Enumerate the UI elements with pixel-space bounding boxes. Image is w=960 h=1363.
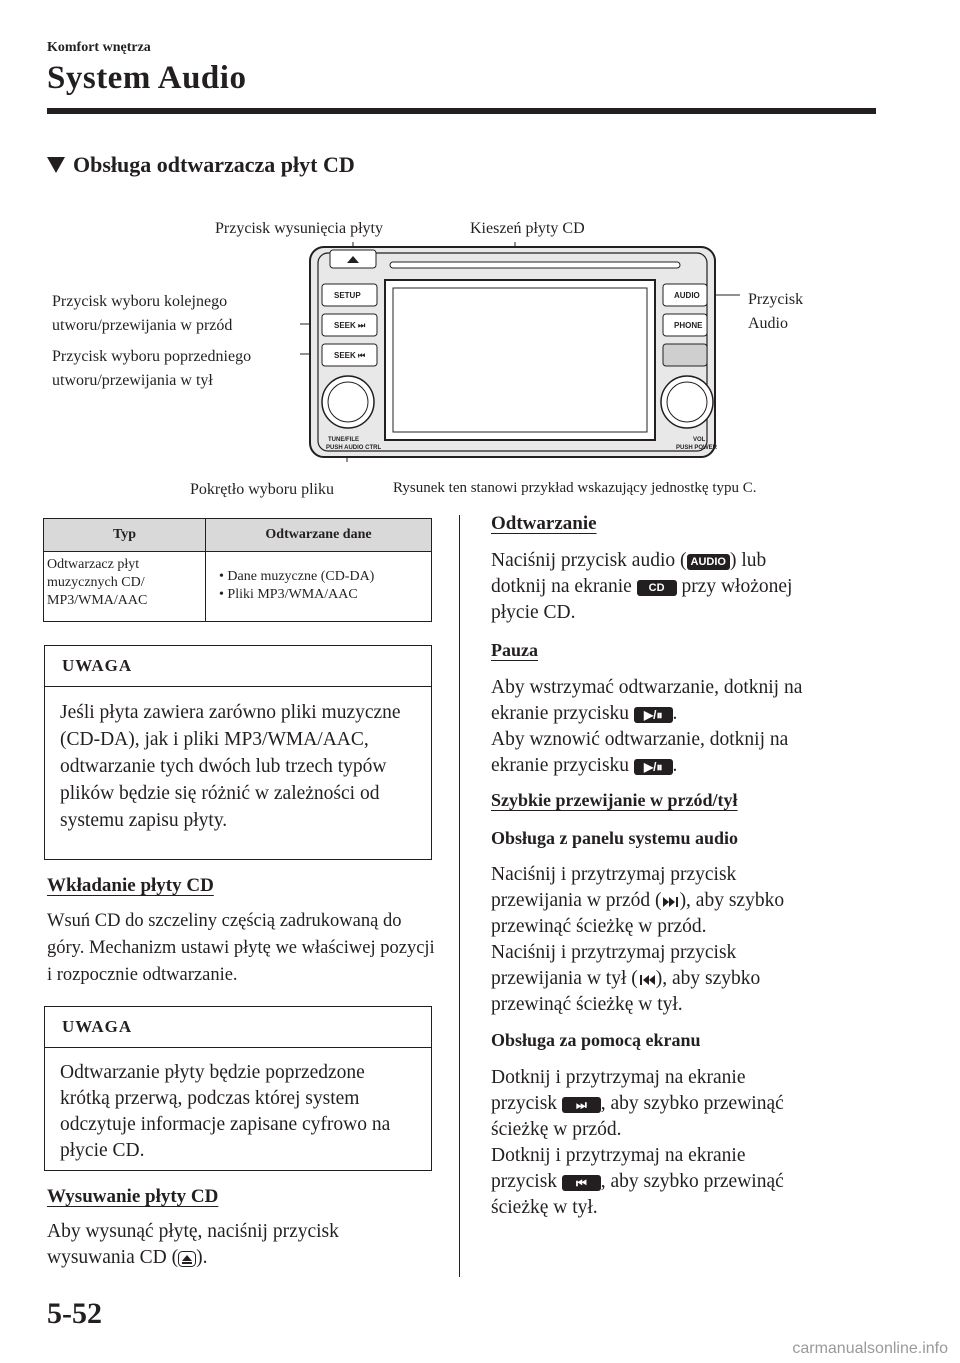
title-rule [47,108,876,114]
table-cell-type: Odtwarzacz płyt muzycznych CD/ MP3/WMA/A… [43,551,206,622]
skip-forward-key-icon: ⏭ [561,1096,601,1113]
eject-body-line2: wysuwania CD (). [47,1247,208,1268]
eject-icon [347,256,359,263]
skip-back-key-icon: ⏮ [561,1174,601,1191]
note-box-2: UWAGA Odtwarzanie płyty będzie poprzedzo… [44,1006,432,1171]
label-eject-button: Przycisk wysunięcia płyty [215,220,383,237]
svg-text:SETUP: SETUP [334,291,361,300]
playback-body: Naciśnij przycisk audio (AUDIO) lub dotk… [491,550,793,623]
head-unit-illustration: SETUP SEEK ⏭ SEEK ⏮ AUDIO PHONE TUNE/FIL… [300,242,740,462]
svg-text:TUNE/FILE: TUNE/FILE [328,437,359,443]
subsection-title-text: Obsługa odtwarzacza płyt CD [73,152,355,177]
svg-text:AUDIO: AUDIO [674,291,700,300]
ff-panel-subheading: Obsługa z panelu systemu audio [491,828,739,848]
pause-body: Aby wstrzymać odtwarzanie, dotknij na ek… [491,677,803,776]
skip-back-icon [639,974,655,985]
play-pause-icon: ▶/⏸ [633,706,673,723]
label-next-line1: Przycisk wyboru kolejnego [52,293,228,310]
label-audio-button: Przycisk Audio [748,288,803,336]
note-body: Jeśli płyta zawiera zarówno pliki muzycz… [60,702,401,831]
table-cell-data: Dane muzyczne (CD-DA) Pliki MP3/WMA/AAC [205,551,432,622]
label-next-line2: utworu/przewijania w przód [52,317,233,334]
label-next-button: Przycisk wyboru kolejnego utworu/przewij… [52,290,232,338]
list-item: Pliki MP3/WMA/AAC [219,586,428,604]
ff-panel-body: Naciśnij i przytrzymaj przycisk przewija… [491,864,785,1015]
eject-heading: Wysuwanie płyty CD [47,1186,219,1207]
label-prev-line2: utworu/przewijania w tył [52,372,213,389]
insert-heading: Wkładanie płyty CD [47,875,214,896]
insert-body: Wsuń CD do szczeliny częścią zadrukowaną… [47,911,435,985]
label-audio-line2: Audio [748,315,788,332]
skip-forward-icon [662,896,678,907]
note-box-1: UWAGA Jeśli płyta zawiera zarówno pliki … [44,645,432,860]
ff-heading: Szybkie przewijanie w przód/tył [491,790,738,810]
eject-body: Aby wysunąć płytę, naciśnij przycisk wys… [47,1219,442,1271]
cd-key-icon: CD [636,579,677,596]
watermark: carmanualsonline.info [792,1340,948,1357]
note-heading: UWAGA [45,646,431,687]
column-divider [459,515,460,1277]
play-pause-icon: ▶/⏸ [633,758,673,775]
svg-text:SEEK ⏭: SEEK ⏭ [334,321,366,330]
svg-text:SEEK ⏮: SEEK ⏮ [334,351,365,360]
svg-text:PUSH AUDIO CTRL: PUSH AUDIO CTRL [326,445,381,451]
label-prev-line1: Przycisk wyboru poprzedniego [52,348,252,365]
label-cd-slot: Kieszeń płyty CD [470,220,585,237]
playback-heading: Odtwarzanie [491,513,597,534]
section-label: Komfort wnętrza [47,40,151,55]
ff-screen-body: Dotknij i przytrzymaj na ekranie przycis… [491,1067,784,1218]
note-heading: UWAGA [45,1007,431,1048]
svg-text:PHONE: PHONE [674,321,703,330]
table-header-data: Odtwarzane dane [205,518,432,552]
label-prev-button: Przycisk wyboru poprzedniego utworu/prze… [52,345,251,393]
playable-data-table: Typ Odtwarzane dane Odtwarzacz płyt muzy… [43,518,432,622]
pause-heading: Pauza [491,640,538,660]
page-number: 5-52 [47,1297,102,1330]
list-item: Dane muzyczne (CD-DA) [219,568,428,586]
eject-body-line1: Aby wysunąć płytę, naciśnij przycisk [47,1221,339,1242]
audio-key-icon: AUDIO [686,553,730,570]
svg-text:PUSH POWER: PUSH POWER [676,445,718,451]
eject-icon [178,1250,197,1267]
ff-screen-subheading: Obsługa za pomocą ekranu [491,1030,701,1050]
label-file-knob: Pokrętło wyboru pliku [190,481,334,498]
triangle-down-icon [47,157,65,173]
table-header-type: Typ [43,518,206,552]
svg-text:VOL: VOL [693,437,706,443]
note-body: Odtwarzanie płyty będzie poprzedzone kró… [60,1062,391,1161]
subsection-title: Obsługa odtwarzacza płyt CD [47,152,355,178]
label-audio-line1: Przycisk [748,291,804,308]
page-title: System Audio [47,60,247,96]
figure-caption: Rysunek ten stanowi przykład wskazujący … [393,480,757,496]
